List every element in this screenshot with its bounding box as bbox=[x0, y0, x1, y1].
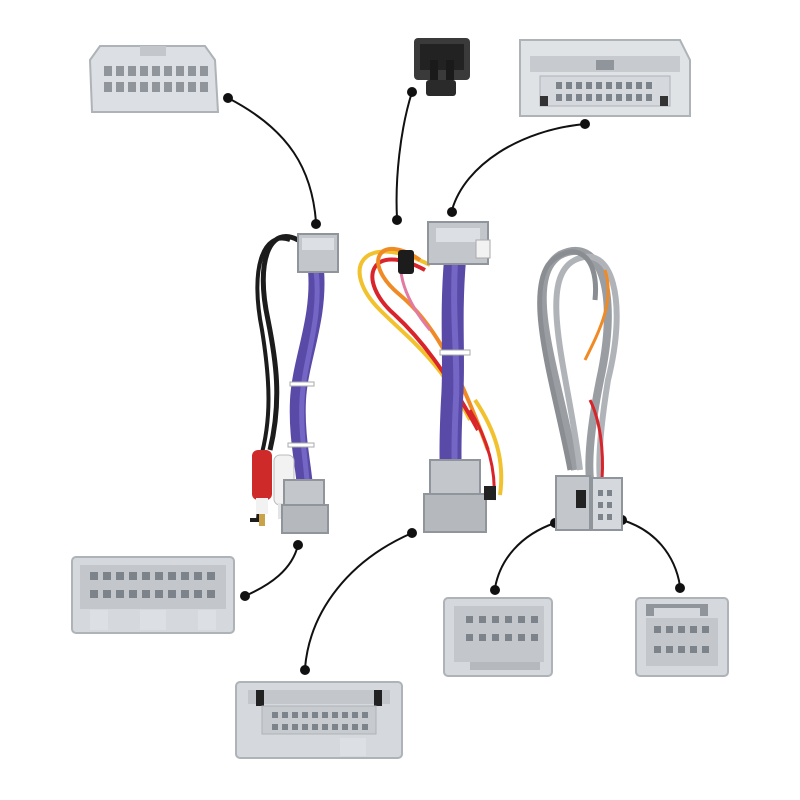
leader-dot bbox=[447, 207, 457, 217]
leader-dot bbox=[675, 583, 685, 593]
leader-dot bbox=[240, 591, 250, 601]
leader-dot bbox=[311, 219, 321, 229]
leader-dot bbox=[580, 119, 590, 129]
large-connector-icon bbox=[71, 556, 235, 634]
leader-line-bottom-right-b bbox=[621, 519, 681, 587]
leader-dot bbox=[392, 215, 402, 225]
black-plug-icon bbox=[414, 38, 470, 96]
leader-line-top-center bbox=[395, 91, 413, 219]
multi-pin-connector-icon bbox=[88, 45, 220, 113]
wide-connector-icon bbox=[519, 39, 691, 117]
gray-wire-harness-icon bbox=[537, 246, 623, 531]
leader-dot bbox=[223, 93, 233, 103]
leader-line-top-right bbox=[451, 123, 586, 211]
leader-line-top-left bbox=[227, 97, 317, 223]
leader-dot bbox=[293, 540, 303, 550]
leader-dot bbox=[407, 87, 417, 97]
leader-dot bbox=[300, 665, 310, 675]
leader-line-bottom-right-a bbox=[494, 522, 556, 589]
leader-dot bbox=[407, 528, 417, 538]
leader-line-bottom-left bbox=[244, 544, 299, 597]
leader-dot bbox=[490, 585, 500, 595]
rca-harness-icon bbox=[250, 233, 339, 534]
square-connector-icon bbox=[443, 597, 553, 677]
square-connector-icon bbox=[635, 597, 729, 677]
flat-connector-icon bbox=[235, 681, 403, 759]
leader-line-bottom-center bbox=[304, 532, 413, 669]
colored-wire-harness-icon bbox=[357, 221, 504, 533]
